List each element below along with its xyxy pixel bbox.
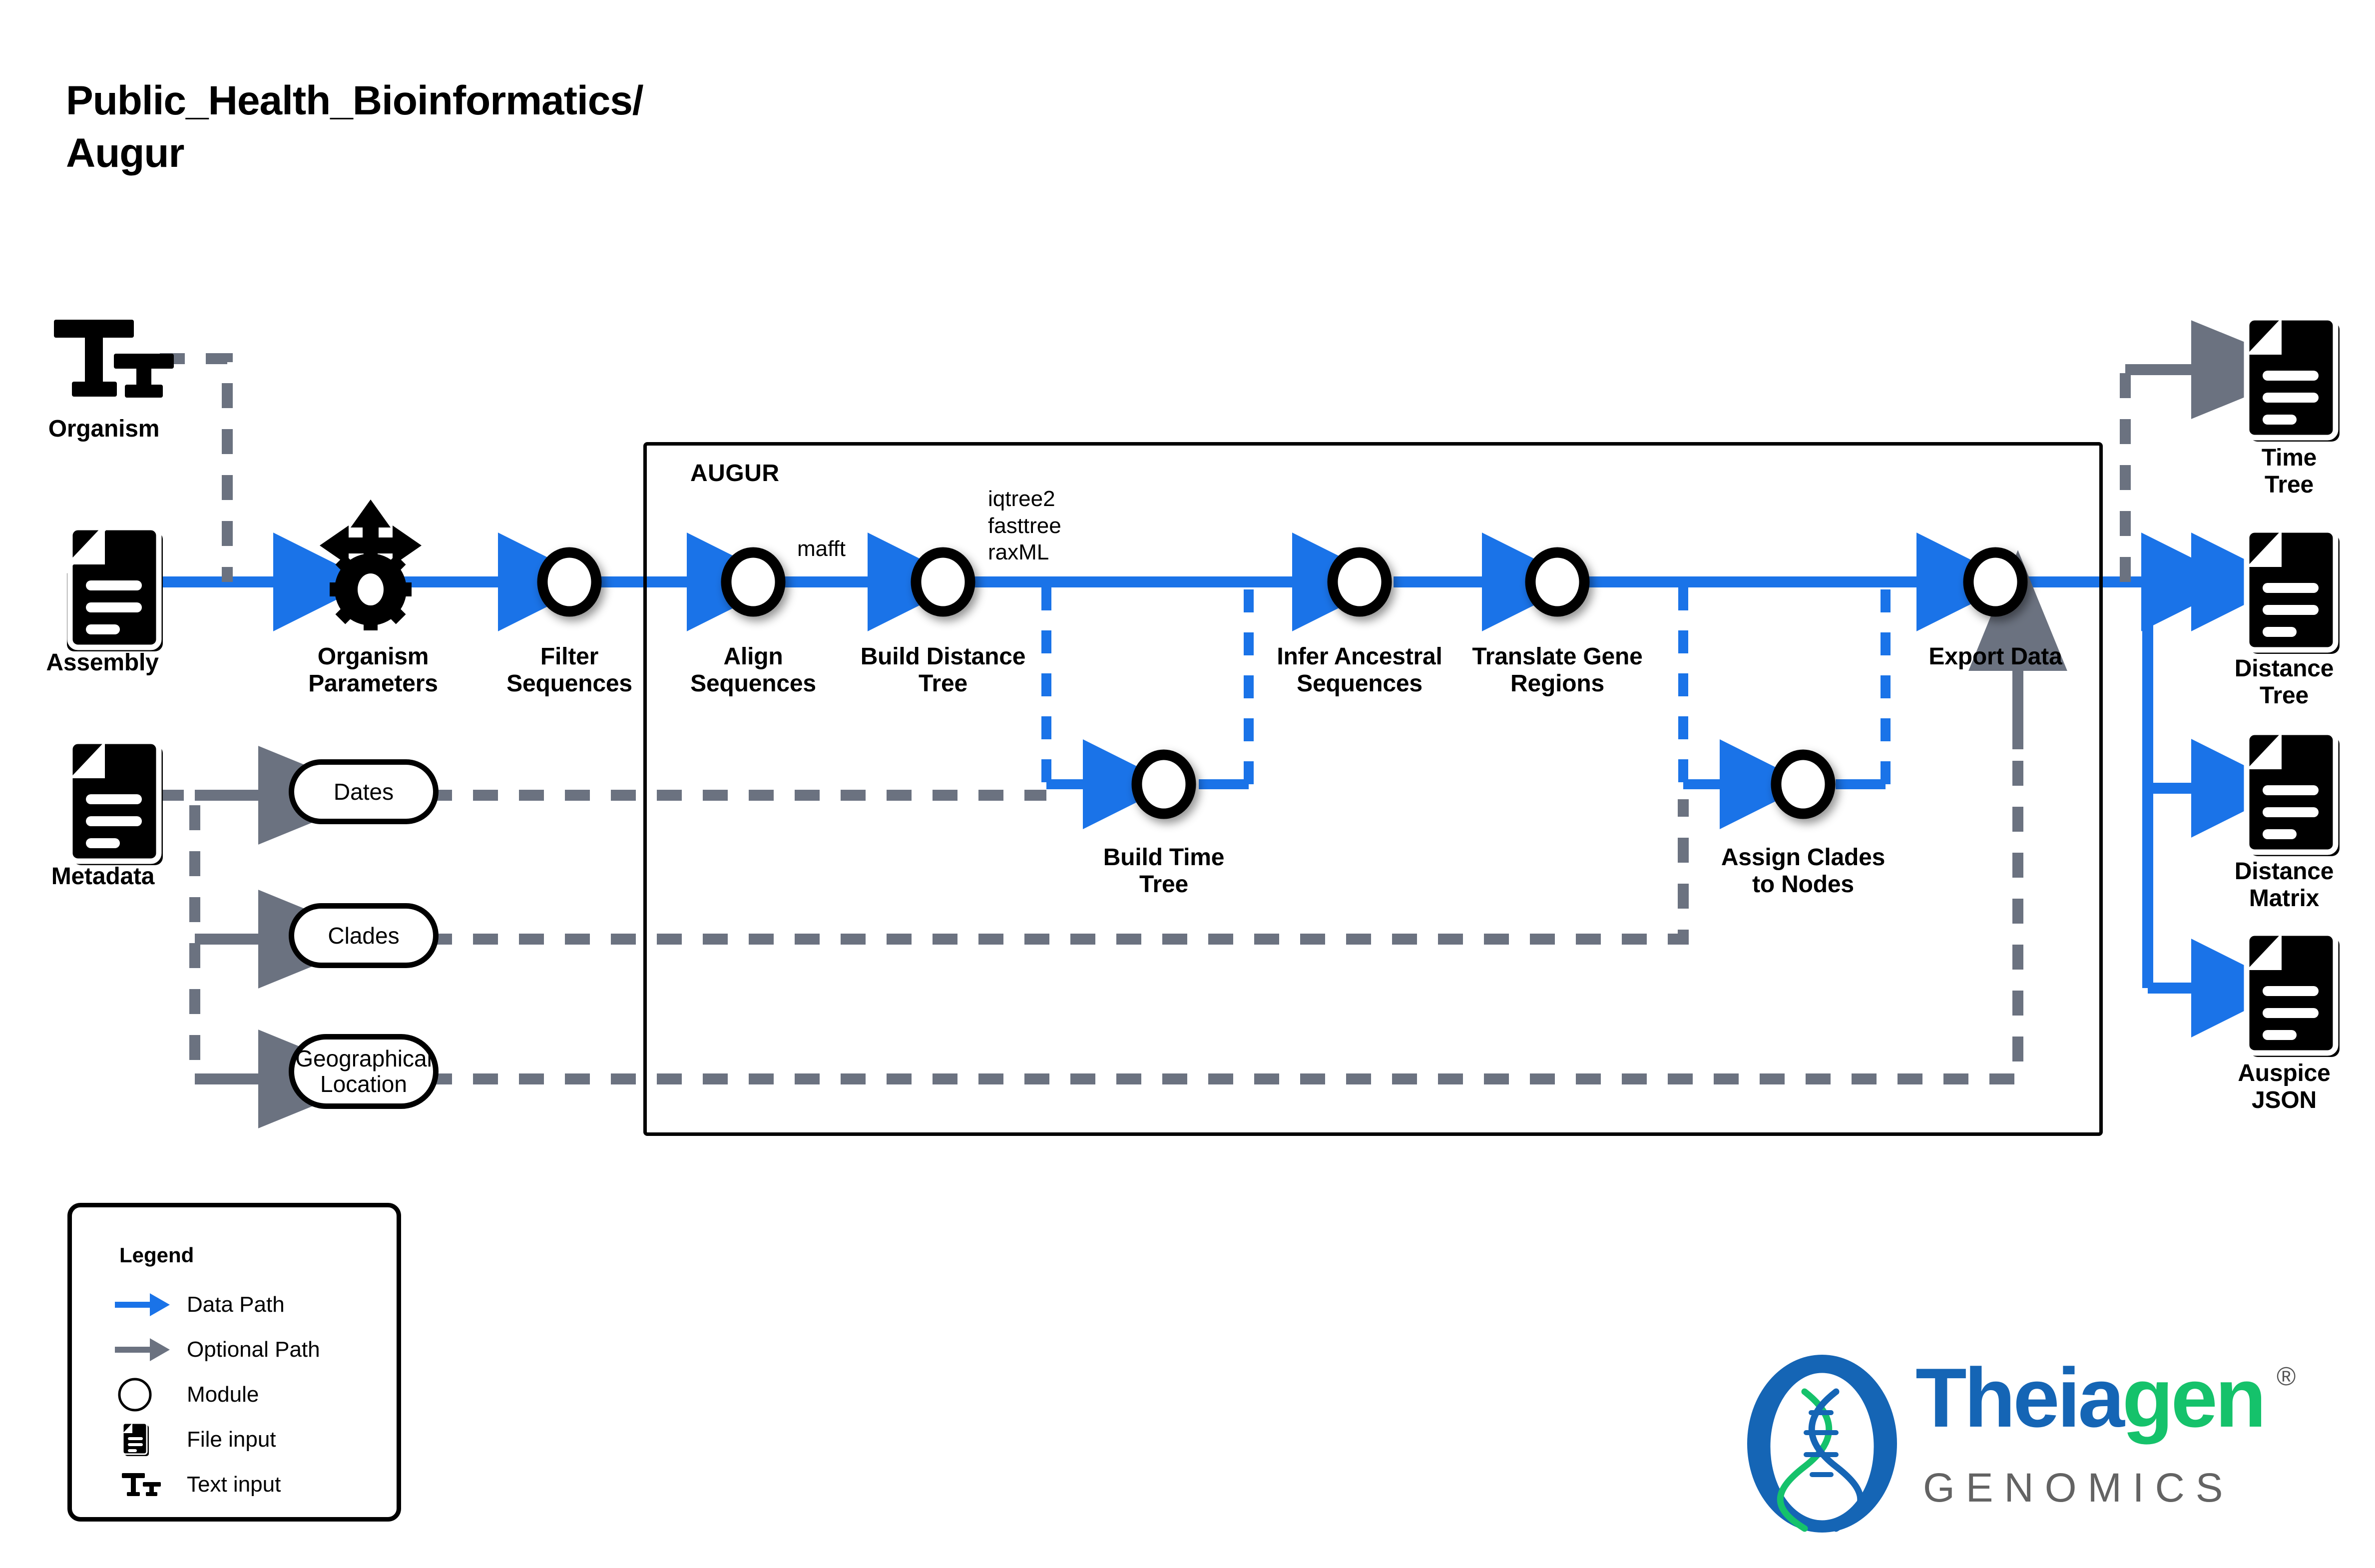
module-infer-ancestral-sequences bbox=[1327, 547, 1392, 617]
gray-arrow-icon bbox=[112, 1327, 187, 1372]
legend-item-text-input: Text input bbox=[112, 1462, 392, 1507]
module-label-filter-sequences: Filter Sequences bbox=[506, 643, 632, 697]
circle-icon bbox=[112, 1372, 187, 1417]
output-icon-auspice-json bbox=[2244, 930, 2340, 1057]
legend-label-optional-path: Optional Path bbox=[187, 1337, 320, 1362]
augur-container-label: AUGUR bbox=[690, 460, 780, 487]
module-label-align-sequences: Align Sequences bbox=[690, 643, 816, 697]
registered-mark: ® bbox=[2277, 1362, 2296, 1391]
module-translate-gene-regions bbox=[1525, 547, 1590, 617]
module-align-sequences bbox=[721, 547, 786, 617]
param-dates-label: Dates bbox=[333, 778, 394, 805]
module-assign-clades-to-nodes bbox=[1771, 749, 1836, 819]
module-label-build-time-tree: Build Time Tree bbox=[1103, 844, 1225, 898]
module-export-data bbox=[1963, 547, 2028, 617]
tool-annotation-tree-builders: iqtree2 fasttree raxML bbox=[988, 487, 1061, 565]
blue-arrow-icon bbox=[112, 1282, 187, 1327]
legend-label-text-input: Text input bbox=[187, 1472, 281, 1497]
augur-container bbox=[643, 442, 2103, 1136]
output-label-distance-tree: Distance Tree bbox=[2234, 655, 2334, 709]
input-label-organism: Organism bbox=[48, 416, 160, 442]
organism-parameters-label: Organism Parameters bbox=[308, 643, 438, 697]
file-input-icon-metadata bbox=[67, 738, 163, 865]
gear-arrows-icon bbox=[320, 500, 422, 630]
output-icon-distance-tree bbox=[2244, 527, 2340, 654]
file-input-icon bbox=[112, 1417, 187, 1462]
param-geographical-location[interactable]: Geographical Location bbox=[289, 1034, 439, 1109]
logo-tagline: GENOMICS bbox=[1923, 1465, 2234, 1511]
tool-annotation-mafft: mafft bbox=[797, 536, 846, 561]
input-label-assembly: Assembly bbox=[46, 649, 159, 676]
legend-item-file-input: File input bbox=[112, 1417, 392, 1462]
output-label-time-tree: Time Tree bbox=[2261, 445, 2317, 498]
dna-oval-icon bbox=[1747, 1355, 1897, 1533]
module-label-build-distance-tree: Build Distance Tree bbox=[860, 643, 1026, 697]
param-geographical-location-label: Geographical Location bbox=[295, 1045, 432, 1097]
module-label-assign-clades-to-nodes: Assign Clades to Nodes bbox=[1721, 844, 1886, 898]
file-input-icon-assembly bbox=[67, 524, 163, 651]
module-build-time-tree bbox=[1131, 749, 1196, 819]
module-filter-sequences bbox=[537, 547, 602, 617]
logo-wordmark: Theiagen bbox=[1915, 1356, 2266, 1440]
output-icon-distance-matrix bbox=[2244, 729, 2340, 856]
legend-item-optional-path: Optional Path bbox=[112, 1327, 392, 1372]
module-label-export-data: Export Data bbox=[1928, 643, 2062, 670]
page-title: Public_Health_Bioinformatics/ Augur bbox=[66, 78, 644, 176]
param-clades-label: Clades bbox=[328, 922, 400, 949]
legend-item-module: Module bbox=[112, 1372, 392, 1417]
legend-item-data-path: Data Path bbox=[112, 1282, 392, 1327]
legend-title: Legend bbox=[119, 1243, 194, 1267]
module-label-translate-gene-regions: Translate Gene Regions bbox=[1472, 643, 1643, 697]
logo-word-2: gen bbox=[2122, 1351, 2267, 1445]
module-label-infer-ancestral-sequences: Infer Ancestral Sequences bbox=[1277, 643, 1442, 697]
text-input-icon bbox=[112, 1462, 187, 1507]
param-dates[interactable]: Dates bbox=[289, 759, 439, 824]
legend-label-data-path: Data Path bbox=[187, 1292, 285, 1317]
legend: Legend Data Path Optional Path Module bbox=[67, 1203, 401, 1522]
output-icon-time-tree bbox=[2244, 315, 2340, 442]
output-label-distance-matrix: Distance Matrix bbox=[2234, 858, 2334, 912]
logo-word-1: Theia bbox=[1915, 1351, 2125, 1445]
module-build-distance-tree bbox=[911, 547, 975, 617]
text-input-icon bbox=[54, 320, 174, 398]
param-clades[interactable]: Clades bbox=[289, 903, 439, 968]
input-label-metadata: Metadata bbox=[51, 863, 155, 890]
legend-label-file-input: File input bbox=[187, 1427, 276, 1452]
theiagen-logo: Theiagen ® GENOMICS bbox=[1738, 1349, 2318, 1544]
output-label-auspice-json: Auspice JSON bbox=[2238, 1060, 2331, 1113]
legend-label-module: Module bbox=[187, 1382, 259, 1407]
